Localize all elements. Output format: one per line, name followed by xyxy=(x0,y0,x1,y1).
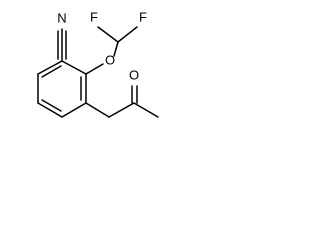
ring-bond-c3-c4 xyxy=(61,102,87,118)
ether-cf2-bond xyxy=(113,41,119,57)
ring-bond-c4-c5-inner xyxy=(41,99,62,112)
aryl-ch2-bond xyxy=(85,102,110,118)
cf2-f1-bond xyxy=(97,26,119,43)
chemical-structure-diagram: N O F F O xyxy=(37,9,159,118)
nitrile-nitrogen-label: N xyxy=(57,10,66,25)
fluorine-label-2: F xyxy=(139,9,147,24)
cf2-f2-bond xyxy=(117,26,138,43)
ether-oxygen-label: O xyxy=(105,52,115,67)
ring-bond-c1-c2 xyxy=(61,60,87,75)
carbonyl-oxygen-label: O xyxy=(129,67,139,82)
ring-bond-c4-c5 xyxy=(37,102,63,118)
ch2-carbonyl-bond xyxy=(108,102,135,118)
carbonyl-methyl-bond xyxy=(133,102,159,118)
fluorine-label-1: F xyxy=(90,9,98,24)
ring-bond-c6-c1 xyxy=(37,60,63,75)
aryl-ether-bond xyxy=(85,63,104,75)
ring-bond-c6-c1-inner xyxy=(41,65,62,78)
